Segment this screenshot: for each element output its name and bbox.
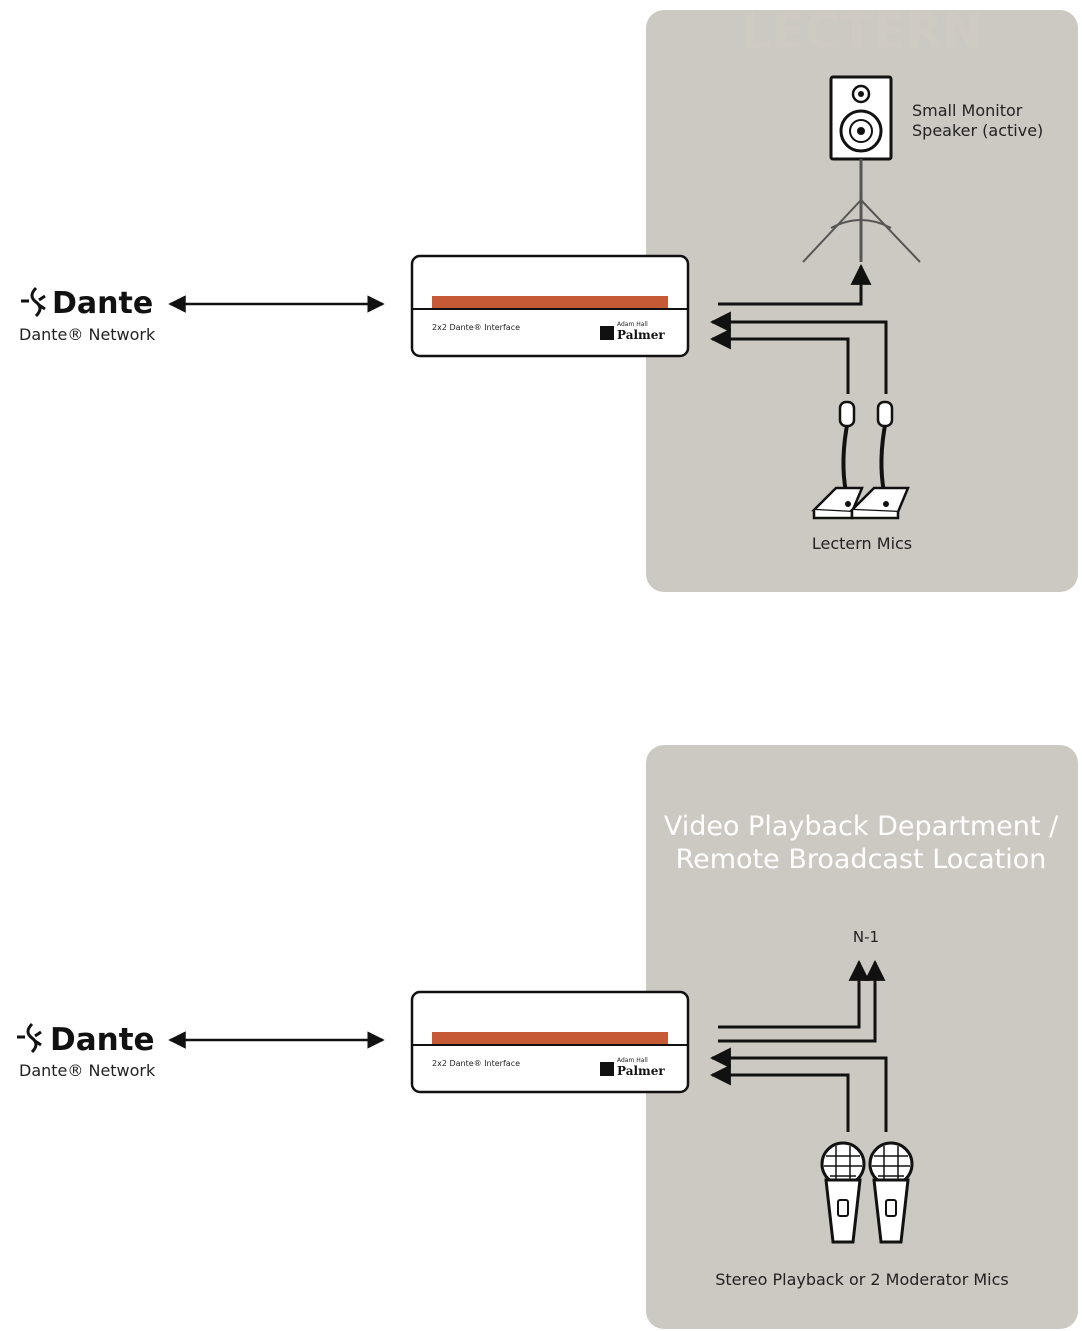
output-line-1	[718, 959, 870, 1029]
input-line-1	[709, 1047, 888, 1132]
dante-network-label: Dante® Network	[19, 325, 156, 344]
dante-interface-device: 2x2 Dante® Interface Adam Hall Palmer	[410, 254, 690, 358]
input-line-2	[709, 1064, 850, 1132]
lectern-panel-title: LECTERN	[741, 4, 982, 60]
dante-logo-2: Dante Dante® Network	[17, 1022, 156, 1080]
dante-logo-text: Dante	[50, 1022, 155, 1058]
speaker-label-line2: Speaker (active)	[912, 121, 1043, 140]
dante-network-label: Dante® Network	[19, 1061, 156, 1080]
moderator-mics-label: Stereo Playback or 2 Moderator Mics	[715, 1270, 1009, 1289]
interface-label: 2x2 Dante® Interface	[432, 1059, 520, 1068]
brand-small: Adam Hall	[617, 1057, 648, 1064]
output-line-2	[718, 959, 886, 1043]
dante-logo-text: Dante	[52, 286, 153, 321]
brand-name: Palmer	[617, 328, 665, 342]
lectern-mics-icon	[811, 400, 910, 520]
brand-small: Adam Hall	[617, 321, 648, 328]
lectern-diagram: LECTERN Dante Dante® Network 2x2 Dante® …	[19, 4, 1078, 592]
monitor-speaker-icon	[802, 75, 921, 263]
n-minus-1-label: N-1	[853, 928, 879, 946]
video-panel-title-line1: Video Playback Department /	[664, 811, 1059, 842]
interface-label: 2x2 Dante® Interface	[432, 323, 520, 332]
video-playback-panel	[646, 745, 1078, 1329]
video-playback-diagram: Video Playback Department / Remote Broad…	[17, 745, 1078, 1329]
interface-stripe	[432, 296, 668, 308]
interface-stripe	[432, 1032, 668, 1044]
palmer-logo-icon	[600, 1062, 614, 1076]
brand-name: Palmer	[617, 1064, 665, 1078]
lectern-mics-label: Lectern Mics	[812, 534, 912, 553]
video-panel-title-line2: Remote Broadcast Location	[676, 844, 1047, 875]
dante-interface-device-2: 2x2 Dante® Interface Adam Hall Palmer	[410, 990, 690, 1094]
handheld-mics-icon	[820, 1141, 914, 1244]
output-line	[718, 263, 872, 306]
input-line-1	[709, 311, 888, 394]
dante-logo: Dante Dante® Network	[19, 286, 156, 344]
speaker-label-line1: Small Monitor	[912, 101, 1023, 120]
input-line-2	[709, 328, 850, 394]
dante-logo-icon	[21, 286, 46, 318]
dante-logo-icon	[17, 1022, 42, 1054]
palmer-logo-icon	[600, 326, 614, 340]
